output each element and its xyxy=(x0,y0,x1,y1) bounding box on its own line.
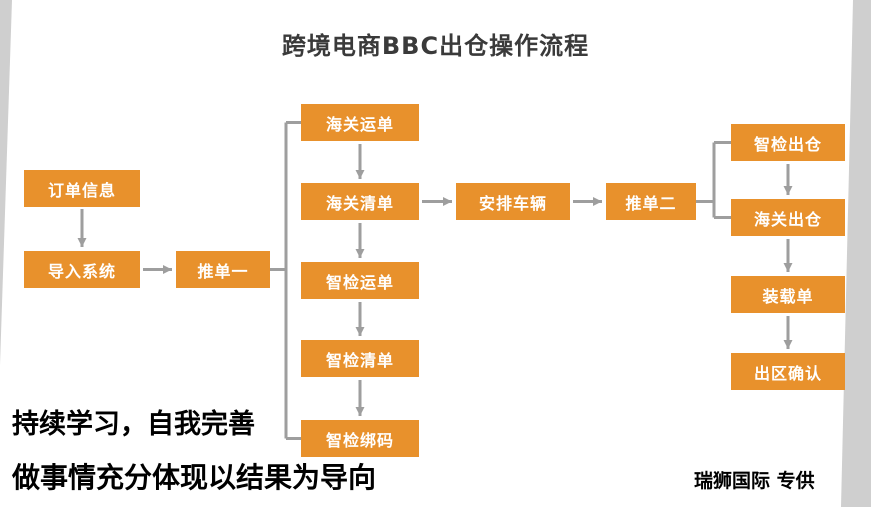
bracket-push1 xyxy=(270,121,301,440)
node-import-system: 导入系统 xyxy=(24,251,140,288)
node-customs-waybill: 海关运单 xyxy=(301,104,419,141)
gray-edge-right xyxy=(841,0,871,507)
node-smart-check-binding: 智检绑码 xyxy=(301,420,419,457)
node-exit-zone-confirm: 出区确认 xyxy=(731,353,845,390)
node-push-order-2: 推单二 xyxy=(606,183,696,220)
bracket-push2 xyxy=(696,141,731,219)
node-loading-list: 装载单 xyxy=(731,276,845,313)
node-push-order-1: 推单一 xyxy=(176,251,270,288)
node-customs-exit: 海关出仓 xyxy=(731,199,845,236)
brand-text: 瑞狮国际 专供 xyxy=(694,470,815,492)
node-customs-list: 海关清单 xyxy=(301,183,419,220)
node-order-info: 订单信息 xyxy=(24,170,140,207)
gray-edge-top-left xyxy=(0,0,12,365)
node-smart-check-list: 智检清单 xyxy=(301,340,419,377)
node-smart-check-exit: 智检出仓 xyxy=(731,124,845,161)
page-title: 跨境电商BBC出仓操作流程 xyxy=(281,32,590,60)
slogan-line-2: 做事情充分体现以结果为导向 xyxy=(12,461,377,494)
slogan-line-1: 持续学习，自我完善 xyxy=(12,409,255,440)
node-smart-check-waybill: 智检运单 xyxy=(301,262,419,299)
node-arrange-vehicle: 安排车辆 xyxy=(456,183,570,220)
